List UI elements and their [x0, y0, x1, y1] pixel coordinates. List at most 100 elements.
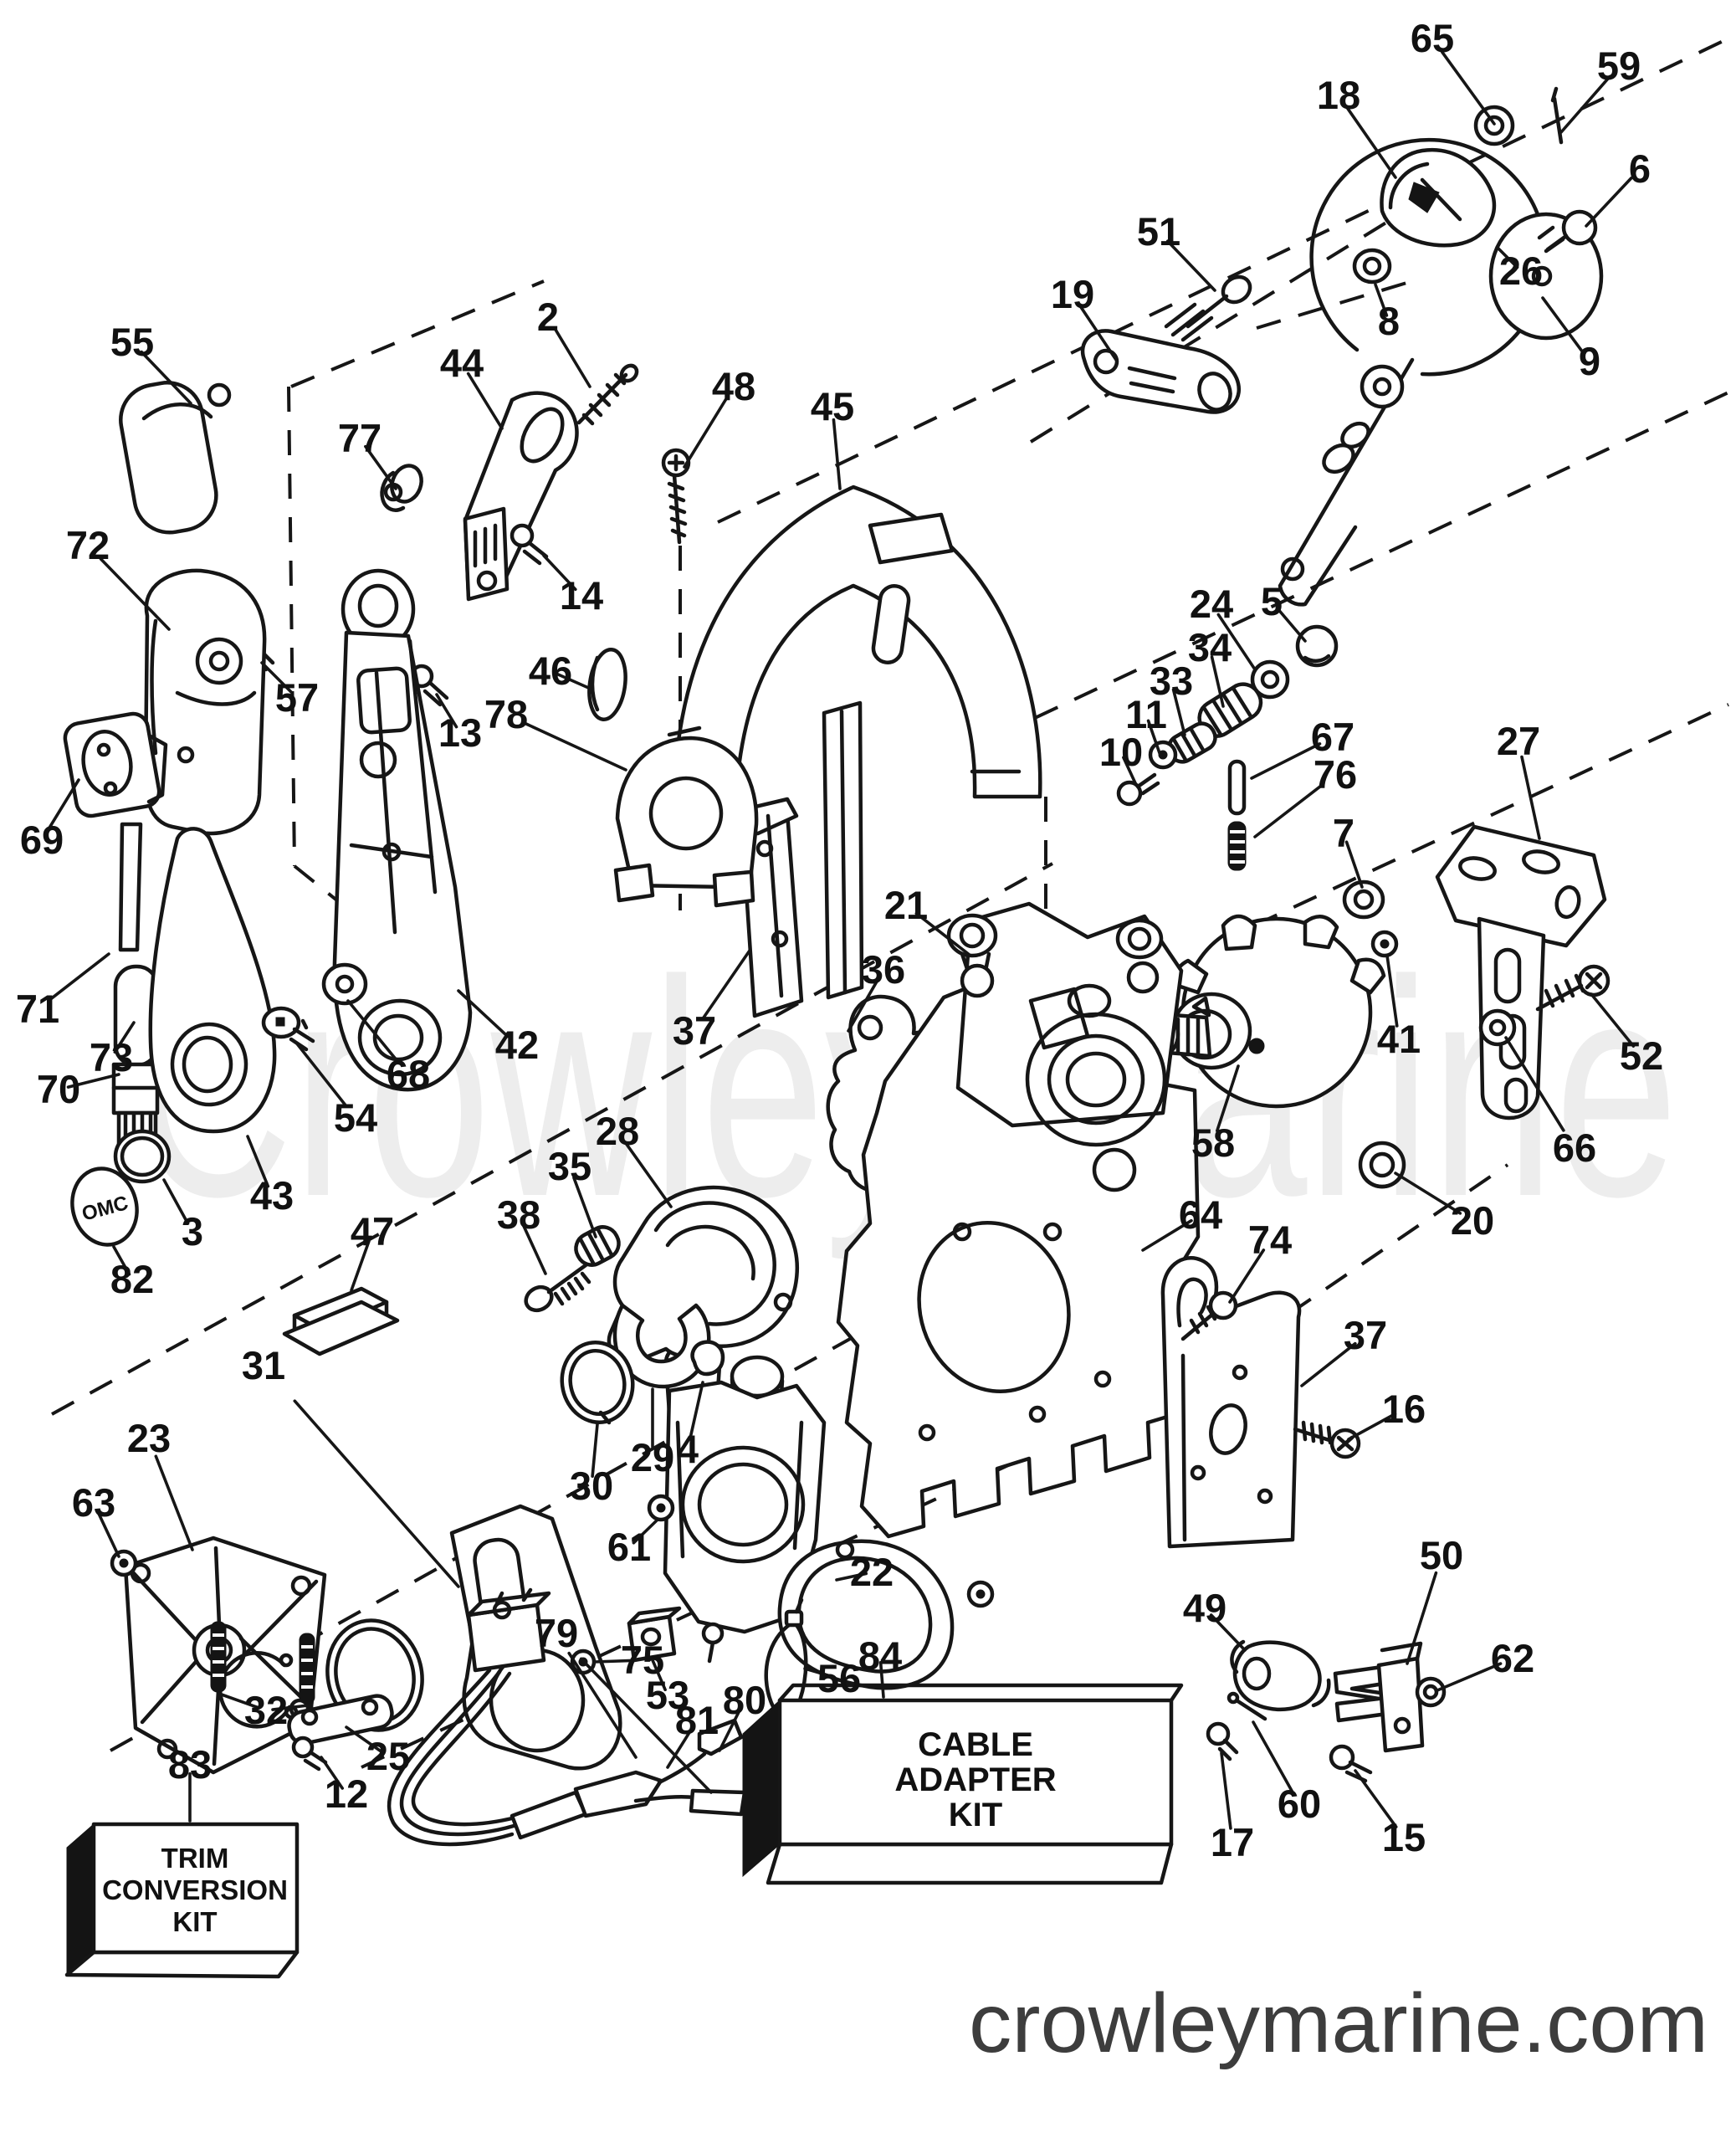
- callout-8: 8: [1378, 299, 1400, 343]
- part-42-support-arm: [332, 568, 473, 1092]
- part-30-ring: [560, 1340, 635, 1425]
- leader-line-6: [1585, 177, 1633, 228]
- callout-5: 5: [1261, 579, 1283, 623]
- callout-55: 55: [110, 320, 154, 364]
- trim-kit-line-3: KIT: [172, 1906, 217, 1937]
- callout-19: 19: [1051, 272, 1094, 316]
- callout-7: 7: [1333, 811, 1354, 855]
- part-55-knob: [119, 381, 232, 535]
- callout-23: 23: [127, 1416, 171, 1460]
- leader-line-19: [1078, 303, 1118, 361]
- leader-line-20: [1394, 1172, 1462, 1215]
- part-20-bushing: [1358, 1141, 1406, 1189]
- leader-line-4: [689, 1381, 704, 1440]
- leader-line-53: [651, 1659, 667, 1692]
- part-60-pin: [1226, 1691, 1267, 1721]
- callout-13: 13: [438, 710, 482, 755]
- callout-10: 10: [1099, 730, 1143, 774]
- leader-line-8: [1374, 283, 1389, 317]
- leader-line-23: [154, 1454, 194, 1551]
- callout-67: 67: [1311, 715, 1354, 759]
- part-33-spring: [1166, 721, 1217, 764]
- part-62-nut: [1415, 1676, 1447, 1708]
- leader-line-60: [1252, 1720, 1293, 1793]
- leader-line-7: [1344, 840, 1364, 889]
- leader-line-82: [112, 1245, 131, 1276]
- leader-line-67: [1250, 742, 1322, 780]
- leader-line-79: [579, 1657, 713, 1794]
- part-78-bearing-housing: [613, 726, 759, 908]
- leader-line-5: [1275, 606, 1307, 643]
- leader-line-47: [350, 1239, 371, 1292]
- callout-62: 62: [1491, 1636, 1534, 1680]
- leader-line-37: [701, 949, 751, 1020]
- callout-83: 83: [168, 1742, 212, 1787]
- leader-line-49: [1209, 1613, 1247, 1652]
- callout-3: 3: [182, 1209, 203, 1254]
- part-47-pad: [282, 1286, 400, 1356]
- callout-56: 56: [817, 1656, 861, 1700]
- callout-37: 37: [1344, 1313, 1387, 1357]
- part-8-grommet: [1352, 248, 1392, 285]
- callout-74: 74: [1248, 1218, 1292, 1262]
- website-text: crowleymarine.com: [969, 1977, 1708, 2070]
- callout-38: 38: [497, 1192, 540, 1237]
- trim-kit-line-2: CONVERSION: [102, 1874, 288, 1905]
- callout-76: 76: [1314, 752, 1357, 797]
- part-15-screw: [1329, 1744, 1373, 1783]
- part-38-screw: [524, 1263, 591, 1313]
- callout-14: 14: [560, 573, 603, 618]
- leader-line-9: [1541, 296, 1584, 353]
- callout-72: 72: [66, 523, 110, 567]
- callout-6: 6: [1629, 146, 1651, 191]
- part-17-screw: [1206, 1721, 1239, 1761]
- leader-line-10: [1122, 756, 1138, 787]
- leader-line-72: [99, 557, 171, 631]
- part-4-plug: [690, 1340, 725, 1377]
- callout-21: 21: [884, 883, 928, 927]
- leader-line-13: [435, 693, 458, 729]
- callout-32: 32: [244, 1688, 288, 1732]
- part-43-handle-arm: [148, 827, 277, 1134]
- callout-36: 36: [862, 947, 905, 992]
- callout-70: 70: [37, 1067, 80, 1111]
- callout-47: 47: [351, 1209, 394, 1254]
- leader-line-31: [293, 1399, 460, 1588]
- part-12-screw: [291, 1736, 328, 1772]
- part-66-washer: [1478, 1008, 1517, 1047]
- callout-41: 41: [1377, 1017, 1421, 1061]
- callout-18: 18: [1317, 73, 1360, 117]
- callout-68: 68: [387, 1052, 430, 1096]
- callout-15: 15: [1382, 1815, 1426, 1859]
- leader-line-69: [46, 778, 80, 833]
- part-35-spring: [574, 1225, 621, 1267]
- callout-12: 12: [325, 1772, 368, 1816]
- leader-line-27: [1520, 755, 1541, 840]
- leader-line-55: [140, 350, 192, 405]
- leader-line-80: [718, 1706, 743, 1752]
- leader-line-28: [624, 1141, 673, 1208]
- part-82-omc-badge: OMC: [70, 1166, 139, 1247]
- leader-line-51: [1165, 239, 1216, 292]
- leader-line-15: [1354, 1769, 1398, 1828]
- callout-43: 43: [250, 1173, 294, 1218]
- callout-45: 45: [811, 384, 854, 428]
- part-79-switch-cable: [387, 1587, 747, 1847]
- callout-9: 9: [1579, 339, 1600, 383]
- callout-60: 60: [1278, 1782, 1321, 1826]
- leader-line-61: [632, 1518, 659, 1545]
- leader-line-58: [1216, 1064, 1240, 1133]
- callout-27: 27: [1497, 719, 1540, 763]
- leader-line-36: [847, 977, 880, 1033]
- leader-line-33: [1171, 688, 1186, 736]
- part-69-switch-block: [63, 711, 168, 818]
- callout-51: 51: [1137, 209, 1180, 254]
- callout-49: 49: [1183, 1586, 1226, 1630]
- leader-line-50: [1406, 1571, 1438, 1665]
- callout-33: 33: [1150, 659, 1193, 703]
- leader-line-2: [553, 326, 591, 388]
- leader-line-32: [271, 1704, 310, 1711]
- callout-50: 50: [1420, 1533, 1463, 1577]
- callout-16: 16: [1382, 1387, 1426, 1431]
